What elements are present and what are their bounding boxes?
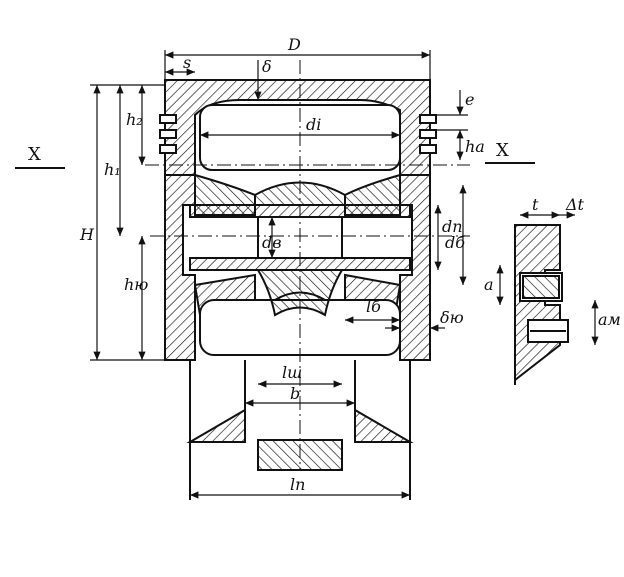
- label-ha: ha: [465, 137, 485, 156]
- label-lp: lп: [290, 475, 305, 494]
- label-lsh: lш: [282, 363, 302, 382]
- label-h1: h₁: [104, 160, 121, 179]
- ring-detail: [514, 224, 569, 385]
- ring-detail-dims: [496, 211, 599, 345]
- label-e: e: [465, 90, 474, 109]
- label-a: a: [484, 275, 494, 294]
- label-s: s: [183, 53, 191, 72]
- label-db: dб: [445, 233, 465, 252]
- piston-body: [159, 79, 437, 361]
- label-di: di: [306, 115, 321, 134]
- label-hu: hю: [124, 275, 148, 294]
- label-delta-t: Δt: [565, 195, 585, 214]
- label-lb: lб: [366, 297, 381, 316]
- label-delta-u: δю: [440, 308, 464, 327]
- dimension-lines: [90, 50, 468, 499]
- label-H: H: [79, 225, 95, 244]
- section-marks: [15, 162, 535, 169]
- boss-plan: [186, 360, 414, 500]
- section-mark-right: X: [496, 140, 509, 161]
- label-dv: dв: [262, 233, 282, 252]
- label-D: D: [287, 35, 301, 54]
- label-delta: δ: [262, 57, 272, 76]
- label-t: t: [532, 195, 539, 214]
- label-b: b: [290, 384, 300, 403]
- label-dp: dп: [442, 217, 463, 236]
- label-am: aм: [598, 310, 621, 329]
- section-mark-left: X: [28, 144, 41, 165]
- label-h2: h₂: [126, 110, 143, 129]
